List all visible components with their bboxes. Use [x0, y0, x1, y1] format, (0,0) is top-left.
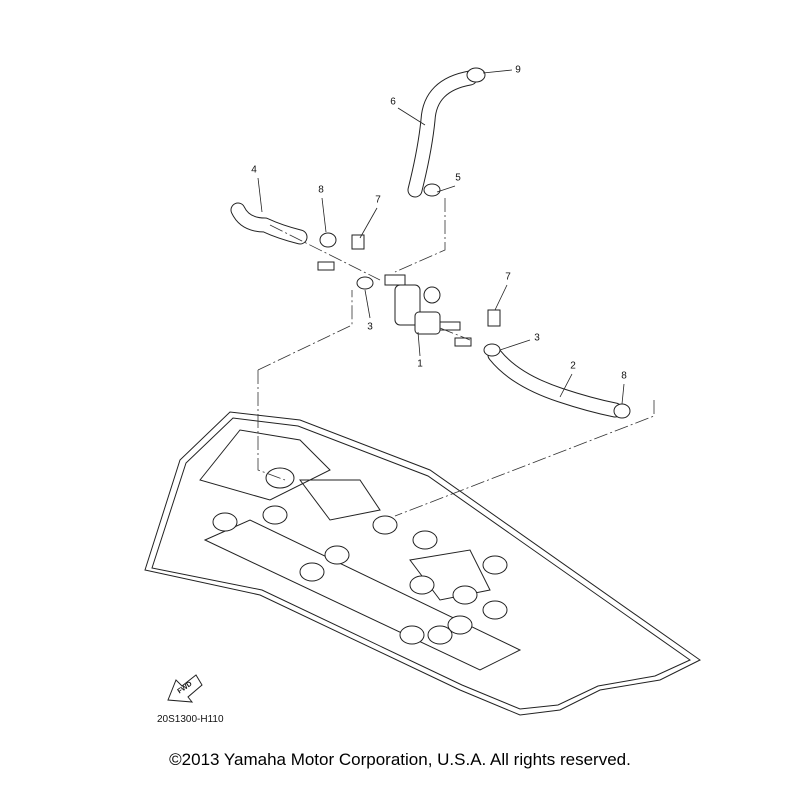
hose-2: [487, 347, 623, 418]
callout-5: 5: [455, 172, 461, 184]
drawing-code: 20S1300-H110: [157, 714, 224, 725]
fwd-arrow-icon: [167, 674, 203, 703]
hose-6: [407, 70, 478, 198]
spark-plug-holes: [212, 467, 508, 645]
callout-4: 4: [251, 164, 257, 176]
copyright-notice: ©2013 Yamaha Motor Corporation, U.S.A. A…: [169, 750, 631, 769]
callout-3: 3: [367, 321, 373, 333]
leader-lines: [257, 69, 625, 405]
connection-lines: [257, 198, 655, 517]
air-induction-valve: [384, 274, 461, 335]
clamps: [317, 67, 631, 419]
callout-2: 2: [570, 360, 576, 372]
callout-9: 9: [515, 64, 521, 76]
callout-8: 8: [318, 184, 324, 196]
callout-6: 6: [390, 96, 396, 108]
callout-1: 1: [417, 358, 423, 370]
cylinder-head-cover: [144, 411, 701, 716]
callout-7b: 7: [505, 271, 511, 283]
callout-3b: 3: [534, 332, 540, 344]
hose-4: [230, 202, 308, 245]
callout-7: 7: [375, 194, 381, 206]
callout-8b: 8: [621, 370, 627, 382]
